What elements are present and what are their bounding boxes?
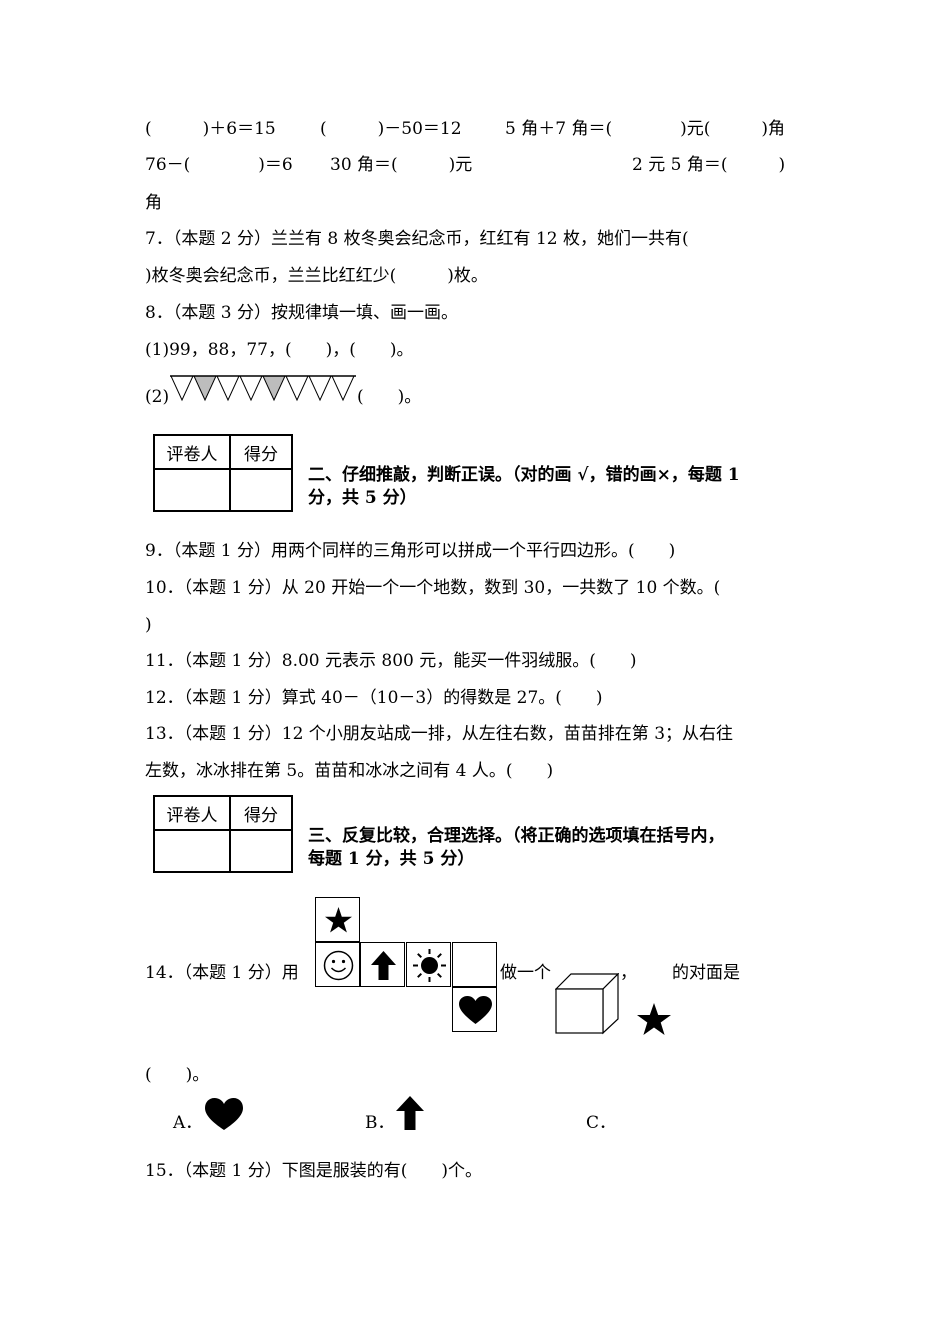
net-face-heart — [452, 987, 497, 1032]
star-icon — [325, 907, 352, 933]
net-face-arrow — [360, 942, 405, 987]
score-table-score-cell — [229, 468, 293, 512]
net-face-moon — [452, 942, 497, 987]
section3-title: 三、反复比较，合理选择。（将正确的选项填在括号内， — [308, 826, 725, 846]
net-face-smiley — [315, 942, 360, 987]
q8-line2: (1)99，88，77，( )，( )。 — [145, 340, 414, 360]
moon-icon — [621, 1096, 638, 1130]
score-table-reviewer-header: 评卷人 — [153, 434, 231, 470]
q7-line2: )枚冬奥会纪念币，兰兰比红红少( )枚。 — [145, 266, 488, 286]
q12: 12．（本题 1 分）算式 40－（10－3）的得数是 27。( ) — [145, 688, 603, 708]
heart-icon — [205, 1098, 243, 1130]
score-table-reviewer-header: 评卷人 — [153, 795, 231, 831]
option-a-label: A． — [173, 1113, 203, 1133]
q14-answer: ( )。 — [145, 1065, 210, 1085]
score-table-score-header: 得分 — [229, 434, 293, 470]
q14-suffix: 的对面是 — [672, 963, 740, 983]
star-icon — [637, 1003, 671, 1035]
section3-title-cont: 每题 1 分，共 5 分） — [308, 849, 475, 869]
q9: 9．（本题 1 分）用两个同样的三角形可以拼成一个平行四边形。( ) — [145, 541, 676, 561]
q7-line1: 7．（本题 2 分）兰兰有 8 枚冬奥会纪念币，红红有 12 枚，她们一共有( — [145, 229, 689, 249]
section2-title-cont: 分，共 5 分） — [308, 488, 417, 508]
q14-prefix: 14．（本题 1 分）用 — [145, 963, 299, 983]
sun-icon — [413, 949, 446, 982]
score-table-reviewer-cell — [153, 829, 231, 873]
q14-comma: ， — [620, 963, 637, 983]
moon-icon — [465, 950, 481, 981]
arrow-up-icon — [396, 1096, 424, 1130]
q8-line3-prefix: (2) — [145, 387, 170, 407]
q10-line2: ) — [145, 615, 152, 635]
option-c-label: C． — [586, 1113, 617, 1133]
q15: 15．（本题 1 分）下图是服装的有( )个。 — [145, 1161, 483, 1181]
q13-line1: 13．（本题 1 分）12 个小朋友站成一排，从左往右数，苗苗排在第 3；从右往 — [145, 724, 734, 744]
net-face-star — [315, 897, 360, 942]
q8-line3-suffix: ( )。 — [357, 387, 422, 407]
triangle-pattern — [170, 375, 356, 402]
score-table-1: 评卷人 得分 — [153, 434, 293, 512]
q13-line2: 左数，冰冰排在第 5。苗苗和冰冰之间有 4 人。( ) — [145, 761, 554, 781]
q8-line1: 8．（本题 3 分）按规律填一填、画一画。 — [145, 303, 458, 323]
score-table-score-cell — [229, 829, 293, 873]
option-b-label: B． — [365, 1113, 395, 1133]
q11: 11．（本题 1 分）8.00 元表示 800 元，能买一件羽绒服。( ) — [145, 651, 637, 671]
smiley-icon — [323, 950, 354, 981]
q6-tail: 角 — [145, 193, 162, 213]
score-table-2: 评卷人 得分 — [153, 795, 293, 873]
section2-title: 二、仔细推敲，判断正误。（对的画 √，错的画×，每题 1 — [308, 465, 740, 485]
score-table-score-header: 得分 — [229, 795, 293, 831]
q6-blank-2: ( )－50＝12 — [320, 119, 462, 139]
q14-middle: 做一个 — [500, 963, 551, 983]
q6-blank-1: ( )＋6＝15 — [145, 119, 276, 139]
q6-blank-5: 30 角＝( )元 — [330, 155, 473, 175]
heart-icon — [459, 996, 492, 1024]
q6-blank-3: 5 角＋7 角＝( )元( )角 — [505, 119, 785, 139]
q10-line1: 10．（本题 1 分）从 20 开始一个一个地数，数到 30，一共数了 10 个… — [145, 578, 721, 598]
arrow-up-icon — [371, 951, 396, 980]
cube-icon — [555, 973, 619, 1035]
score-table-reviewer-cell — [153, 468, 231, 512]
q6-blank-4: 76－( )＝6 — [145, 155, 293, 175]
q6-blank-6: 2 元 5 角＝( ) — [632, 155, 786, 175]
net-face-sun — [406, 942, 451, 987]
